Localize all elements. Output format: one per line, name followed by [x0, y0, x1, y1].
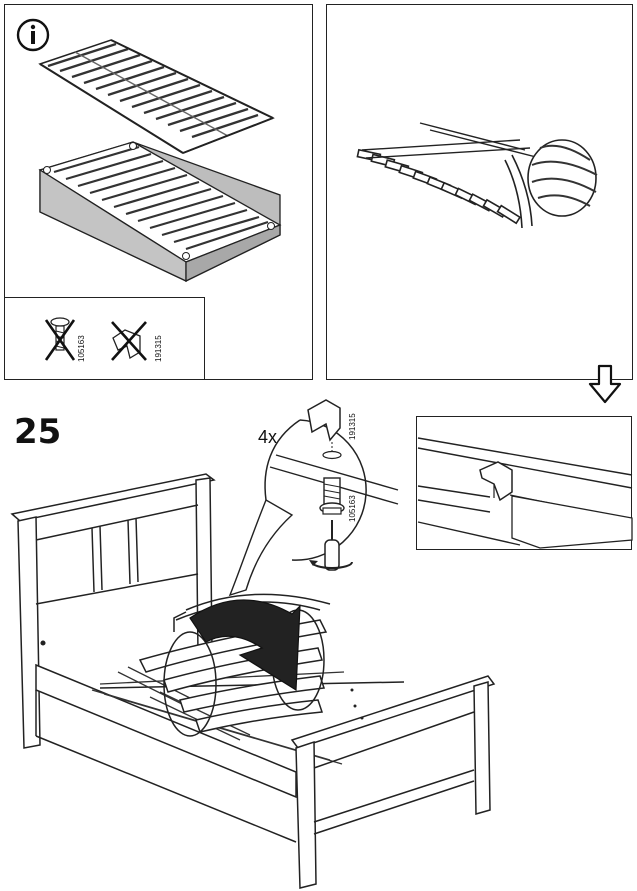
- bed-frame-box: [38, 141, 282, 283]
- slatted-bed-base: [38, 39, 275, 154]
- bracket-icon: [479, 461, 513, 502]
- part-id-bracket: 191315: [154, 335, 163, 362]
- footboard: [290, 675, 496, 889]
- part-id-screw-callout: 105163: [348, 495, 357, 522]
- bracket-icon: [111, 321, 147, 361]
- screwdriver-icon: [309, 520, 353, 571]
- part-id-bracket-callout: 191315: [348, 413, 357, 440]
- screw-icon: [319, 477, 345, 515]
- screw-icon: [44, 317, 76, 361]
- curved-arrow-icon: [189, 599, 301, 692]
- bracket-icon: [307, 399, 342, 460]
- not-needed-parts-box: [4, 297, 205, 380]
- info-icon: [16, 18, 50, 52]
- step-number: 25: [14, 412, 62, 452]
- quantity-label: 4x: [258, 427, 278, 447]
- part-id-screw: 105163: [77, 335, 86, 362]
